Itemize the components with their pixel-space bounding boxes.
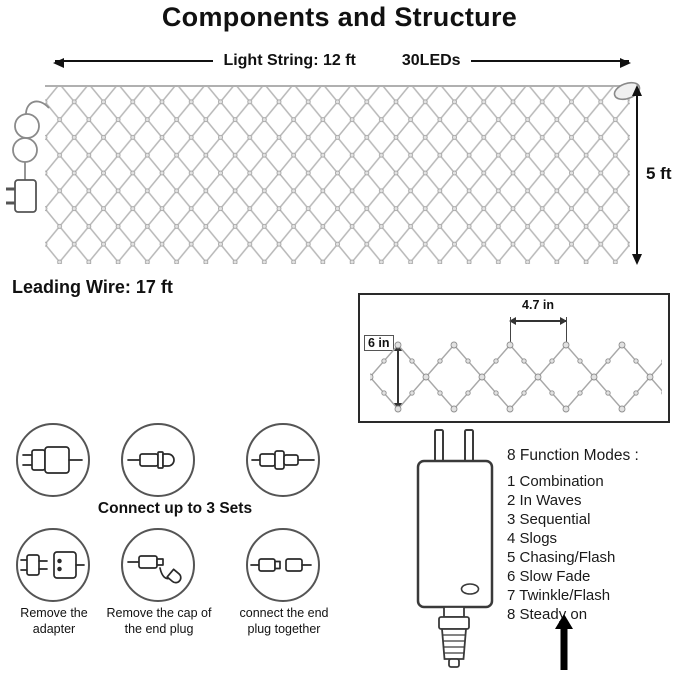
measure-arrow-right: [470, 58, 632, 68]
measure-arrow-left: [52, 58, 214, 68]
step-caption-connect-plugs: connect the end plug together: [239, 606, 329, 636]
mode-item-8: 8 Steady on: [507, 606, 588, 623]
step-icon-capped-end-plug: [121, 423, 195, 497]
step-caption-remove-cap: Remove the cap of the end plug: [106, 606, 212, 636]
page-title: Components and Structure: [161, 2, 518, 32]
spacing-dimension-arrow: [509, 317, 567, 325]
net-lights-graphic: [45, 85, 630, 264]
mode-item-6: 6 Slow Fade: [507, 568, 591, 585]
height-measure-arrow: [632, 85, 642, 265]
net-detail-inset: 4.7 in 6 in: [358, 293, 670, 423]
plug-with-adapter-icon: [22, 446, 83, 474]
step-icon-plugs-joined: [246, 423, 320, 497]
end-plug-cap-icon: [127, 451, 175, 469]
leading-wire-label: Leading Wire: 17 ft: [12, 277, 173, 297]
power-adapter-graphic: [416, 429, 494, 668]
connect-sets-title: Connect up to 3 Sets: [97, 500, 253, 517]
step-icon-connect-plugs: [246, 528, 320, 602]
function-modes-title: 8 Function Modes :: [507, 447, 639, 464]
mode-item-1: 1 Combination: [507, 473, 604, 490]
function-modes-panel: 8 Function Modes : 1 Combination 2 In Wa…: [507, 447, 677, 624]
net-detail-strip-graphic: [370, 335, 662, 419]
dimension-tick: [566, 317, 567, 345]
cap-removed-icon: [127, 555, 182, 584]
led-count-label: 30LEDs: [401, 52, 461, 69]
mode-item-4: 4 Slogs: [507, 530, 558, 547]
adapter-removed-icon: [20, 551, 85, 579]
step-caption-remove-adapter: Remove the adapter: [20, 606, 88, 636]
mode-button-icon: [460, 583, 480, 595]
connected-plugs-icon: [251, 450, 315, 470]
mode-item-5: 5 Chasing/Flash: [507, 549, 616, 566]
net-height-label: 5 ft: [646, 164, 672, 183]
light-string-length-label: Light String: 12 ft: [223, 52, 356, 69]
leading-wire-plug-icon: [6, 100, 50, 213]
mode-item-2: 2 In Waves: [507, 492, 582, 509]
light-string-measure: Light String: 12 ft 30LEDs: [52, 52, 632, 70]
step-icon-remove-adapter: [16, 528, 90, 602]
spacing-dimension-label: 4.7 in: [522, 298, 554, 312]
step-icon-adapter-attached: [16, 423, 90, 497]
plugs-facing-icon: [250, 558, 312, 572]
step-icon-remove-cap: [121, 528, 195, 602]
mode-item-7: 7 Twinkle/Flash: [507, 587, 611, 604]
dimension-tick: [510, 317, 511, 345]
up-arrow-icon: [555, 614, 573, 670]
mode-item-3: 3 Sequential: [507, 511, 591, 528]
